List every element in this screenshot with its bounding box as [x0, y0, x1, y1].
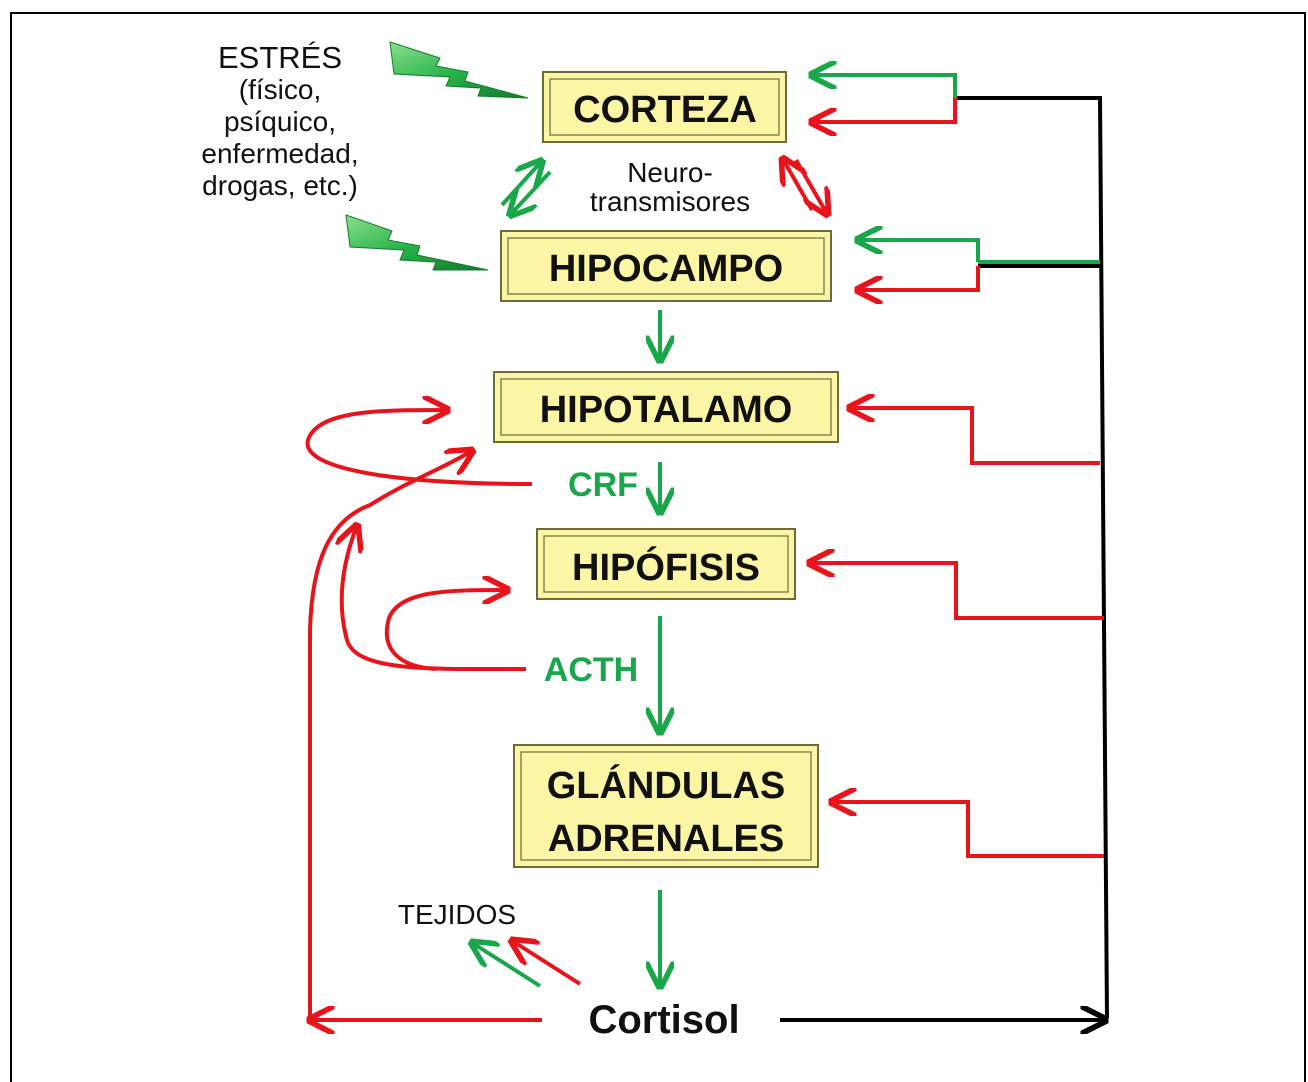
stress-line-2: psíquico, [224, 106, 336, 137]
acth-label: ACTH [544, 651, 638, 689]
crf-label: CRF [568, 466, 638, 504]
cortisol-tejidos-red [514, 942, 582, 986]
lightning-bolt-icon-1 [389, 41, 529, 99]
lightning-bolt-icon-2 [345, 214, 489, 271]
node-glandulas-adrenales: GLÁNDULAS ADRENALES [513, 744, 819, 868]
cortisol-to-hipotalamo-curve [308, 452, 470, 631]
node-glandulas-label-2: ADRENALES [548, 818, 784, 860]
neuro-arrow-red-up [784, 161, 814, 211]
node-hipofisis-label: HIPÓFISIS [572, 545, 760, 589]
neuro-arrow-red-down [794, 159, 826, 212]
node-hipotalamo-label: HIPOTALAMO [540, 389, 793, 431]
feedback-hipocampo-red [860, 266, 980, 290]
neurotransmisores-line-1: Neuro- [627, 157, 713, 188]
acth-short-loop [384, 590, 505, 671]
neurotransmisores-line-2: transmisores [590, 186, 750, 217]
diagram-frame [10, 12, 1306, 1082]
crf-short-loop [305, 410, 533, 486]
stress-line-4: drogas, etc.) [202, 170, 358, 201]
node-corteza-label: CORTEZA [573, 89, 757, 131]
stress-line-3: enfermedad, [201, 138, 358, 169]
feedback-hipocampo-green [860, 240, 980, 262]
tejidos-label: TEJIDOS [398, 899, 516, 930]
cortisol-label: Cortisol [588, 998, 739, 1042]
feedback-hipotalamo-red [852, 408, 1100, 465]
neuro-arrow-green-up [500, 163, 540, 207]
node-hipofisis: HIPÓFISIS [536, 528, 796, 600]
feedback-corteza-red [814, 98, 957, 122]
stress-line-1: (físico, [239, 74, 321, 105]
cortisol-left-feedback [308, 630, 542, 1022]
stress-label: ESTRÉS (físico, psíquico, enfermedad, dr… [201, 40, 358, 201]
neuro-arrow-green-down [512, 170, 552, 213]
node-hipocampo: HIPOCAMPO [500, 230, 832, 302]
node-hipocampo-label: HIPOCAMPO [549, 248, 783, 290]
feedback-glandulas-red [834, 802, 1104, 858]
node-glandulas-label-1: GLÁNDULAS [547, 763, 786, 807]
feedback-corteza-green [814, 75, 957, 98]
acth-long-loop [342, 528, 527, 672]
feedback-main-line [955, 96, 1109, 1019]
node-corteza: CORTEZA [542, 71, 787, 143]
feedback-hipofisis-red [812, 563, 1104, 620]
node-hipotalamo: HIPOTALAMO [493, 371, 839, 443]
stress-title: ESTRÉS [218, 40, 342, 75]
